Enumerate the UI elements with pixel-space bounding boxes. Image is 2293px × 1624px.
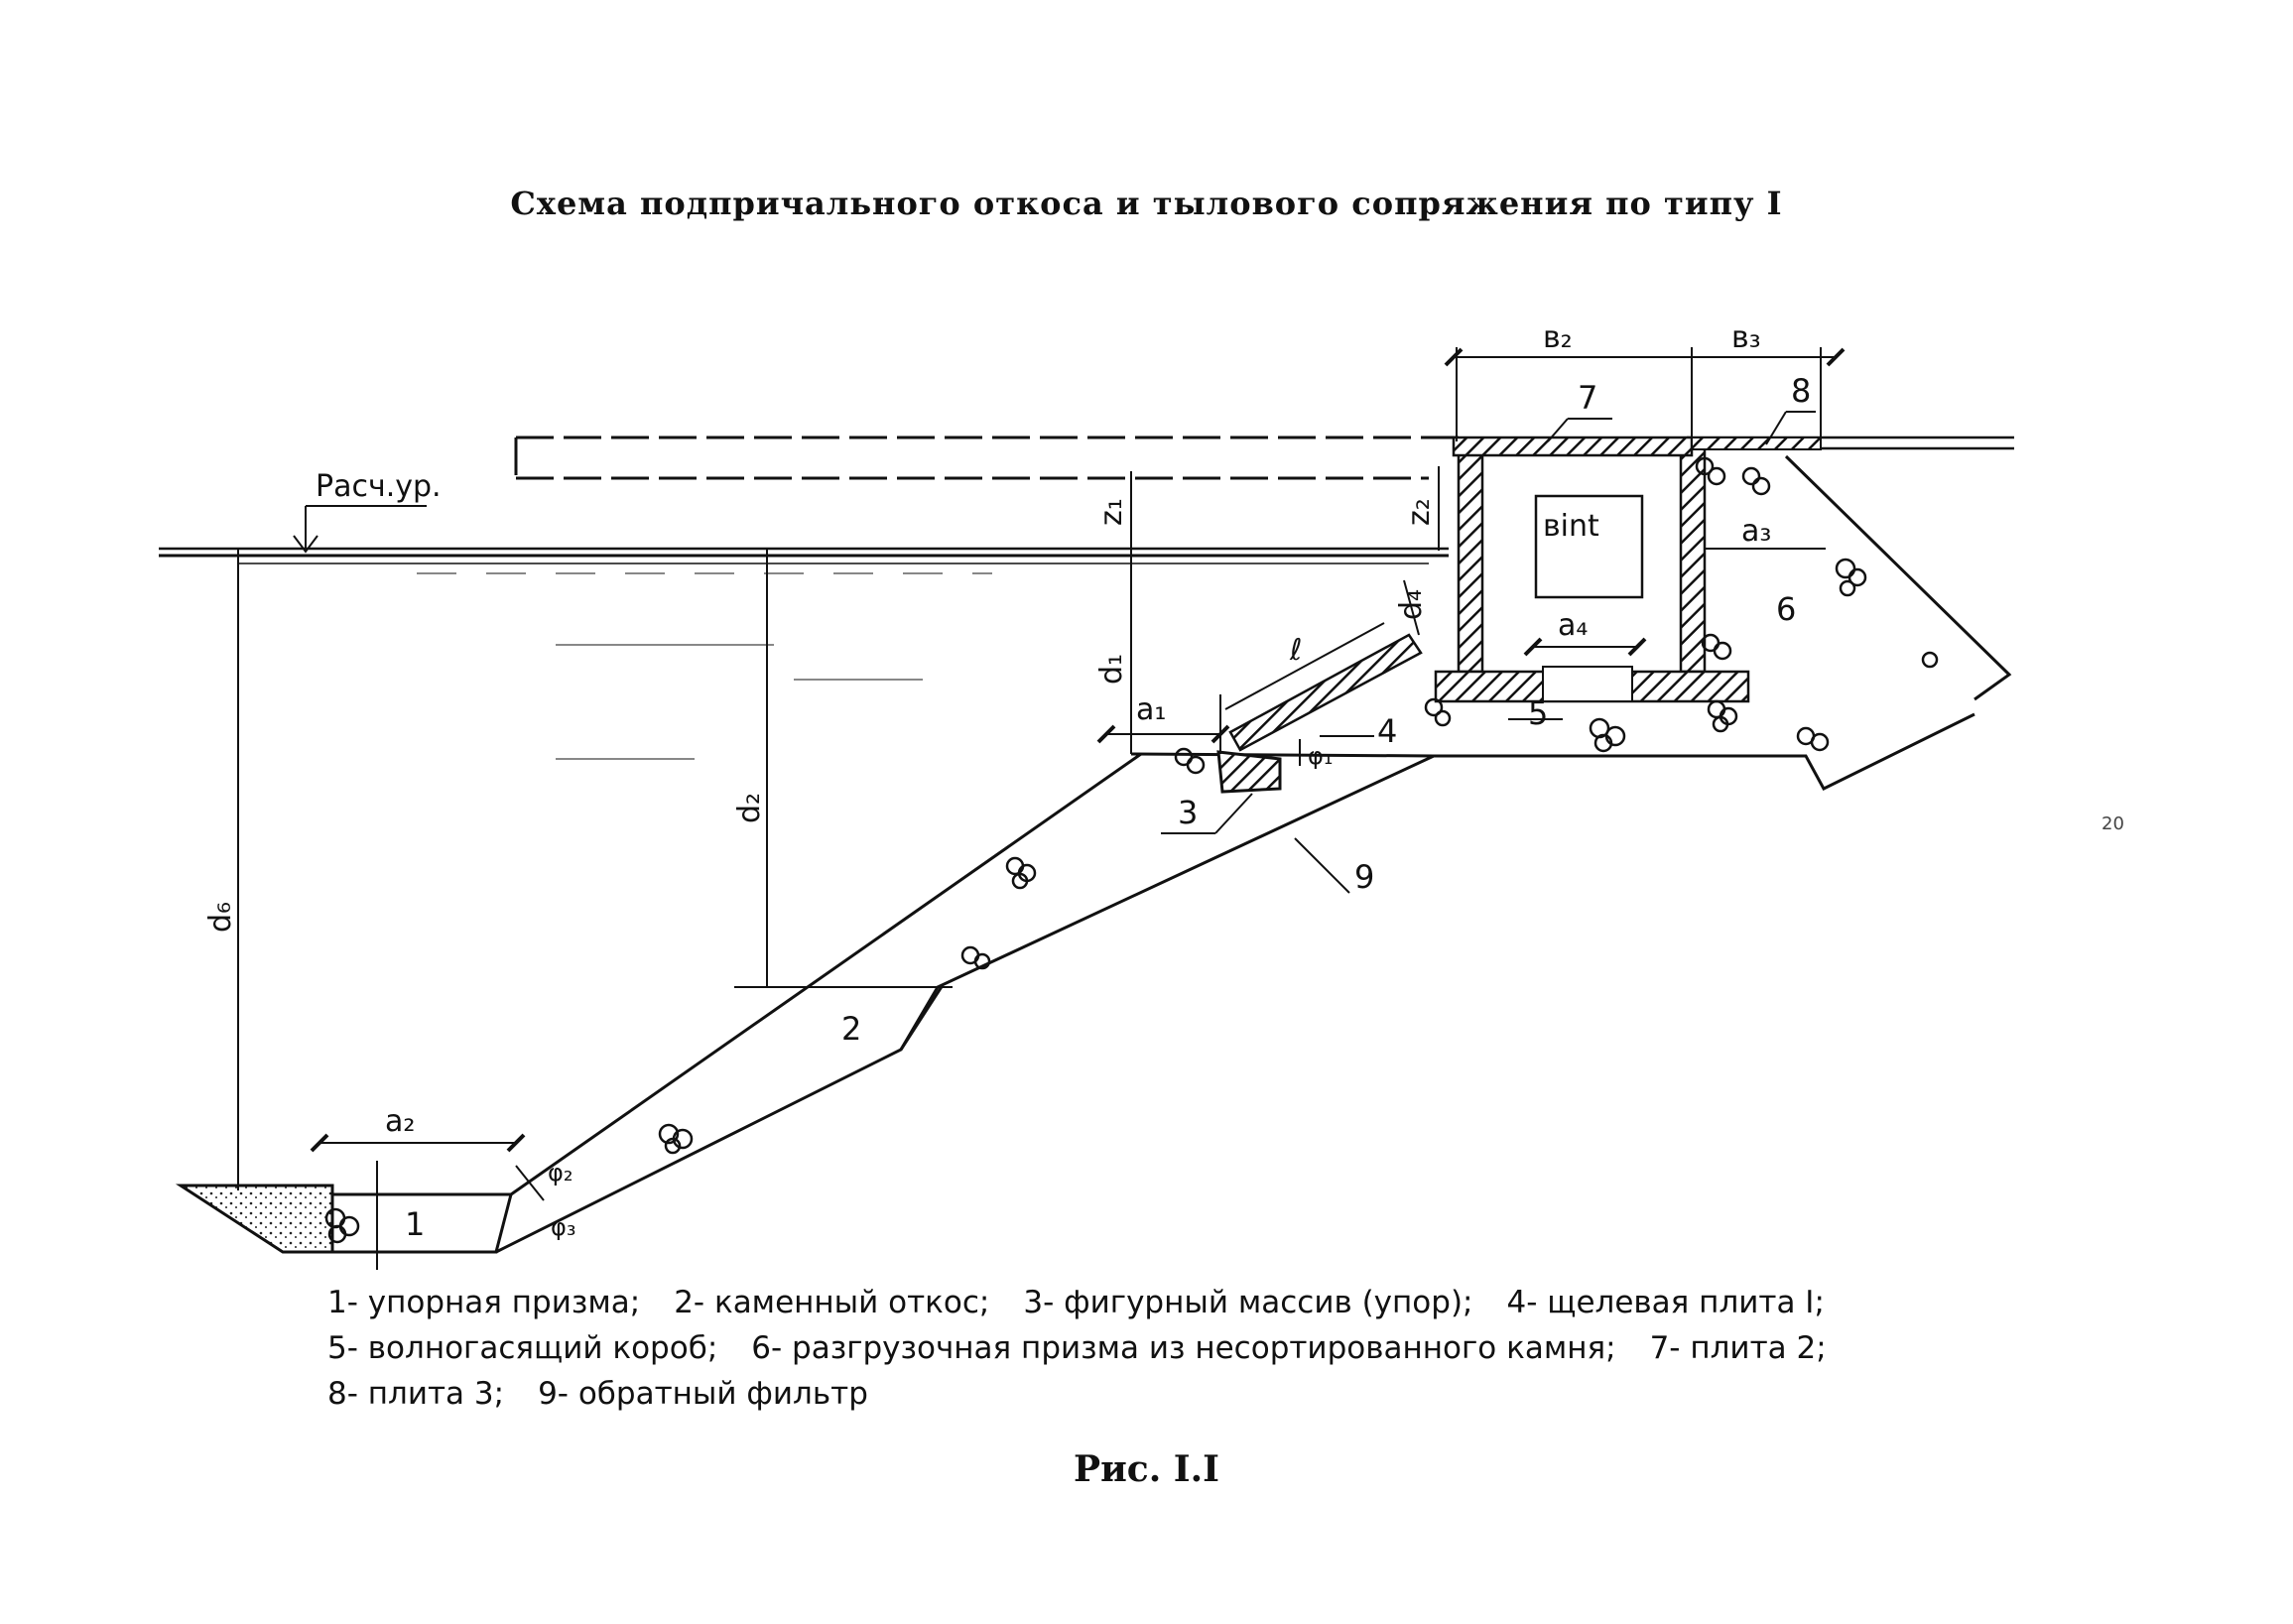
legend-line-3: 8- плита 3; 9- обратный фильтр [327, 1371, 2113, 1417]
slab-2 [1452, 436, 1694, 457]
water-level-marker: Расч.ур. [293, 469, 442, 554]
legend-item-9: 9- обратный фильтр [538, 1376, 868, 1412]
legend-item-6: 6- разгрузочная призма из несортированно… [751, 1330, 1616, 1366]
part-1-label: 1 [405, 1205, 425, 1243]
legend-item-3: 3- фигурный массив (упор); [1023, 1285, 1473, 1320]
water-level-label: Расч.ур. [316, 469, 442, 504]
legend-line-1: 1- упорная призма; 2- каменный откос; 3- ф… [327, 1280, 2113, 1325]
part-6-label: 6 [1776, 590, 1796, 628]
relief-prism [1784, 454, 2012, 701]
part-9-label: 9 [1354, 858, 1374, 896]
dim-d4: d₄ [1394, 589, 1429, 620]
dim-phi1: φ₁ [1308, 742, 1333, 770]
part-7-label: 7 [1578, 379, 1597, 417]
figure-caption: Рис. I.I [1074, 1448, 1219, 1490]
toe-prism [175, 1184, 513, 1254]
dim-b3: в₃ [1731, 320, 1761, 355]
dim-phi3: φ₃ [551, 1213, 575, 1241]
deck-dashed-outline [514, 436, 1468, 480]
dim-d2: d₂ [732, 793, 767, 823]
part-4-label: 4 [1377, 712, 1397, 750]
legend-line-2: 5- волногасящий короб; 6- разгрузочная пр… [327, 1325, 2113, 1371]
water-surface [159, 547, 1449, 760]
legend-item-7: 7- плита 2; [1649, 1330, 1827, 1366]
dim-d6: d₆ [203, 902, 238, 933]
dim-phi2: φ₂ [548, 1159, 573, 1187]
part-labels: 1 2 3 4 5 6 7 8 9 [405, 372, 1811, 1243]
part-3-label: 3 [1178, 794, 1198, 831]
part-5-label: 5 [1528, 694, 1548, 732]
legend-item-2: 2- каменный откос; [674, 1285, 990, 1320]
dim-a2: a₂ [385, 1104, 415, 1139]
legend-item-1: 1- упорная призма; [327, 1285, 641, 1320]
slotted-slab-1 [1228, 633, 1423, 752]
dim-a3: a₃ [1741, 514, 1771, 549]
dim-z1: z₁ [1094, 498, 1129, 526]
leader-lines [1161, 411, 1816, 894]
dimension-labels: в₂ в₃ вint a₁ a₂ a₃ a₄ z₁ z₂ d₁ d₂ d₄ d₆… [203, 320, 1771, 1241]
legend-item-5: 5- волногасящий короб; [327, 1330, 718, 1366]
legend-item-8: 8- плита 3; [327, 1376, 505, 1412]
dim-b2: в₂ [1543, 320, 1573, 355]
wave-absorbing-box [1434, 439, 1750, 703]
page-mark: 20 [2102, 813, 2124, 834]
slab-3 [1691, 437, 1822, 450]
part-2-label: 2 [841, 1010, 861, 1048]
legend: 1- упорная призма; 2- каменный откос; 3- ф… [327, 1280, 2113, 1417]
dim-a1: a₁ [1136, 692, 1166, 727]
stone-slope [495, 712, 1975, 1254]
part-8-label: 8 [1791, 372, 1811, 410]
figure-title: Схема подпричального откоса и тылового с… [510, 185, 1783, 222]
dim-d1: d₁ [1094, 654, 1129, 685]
stone-clusters [658, 456, 1939, 1155]
legend-item-4: 4- щелевая плита I; [1506, 1285, 1825, 1320]
dim-z2: z₂ [1402, 498, 1437, 526]
dim-ell: ℓ [1289, 633, 1302, 668]
dimension-lines [237, 347, 1846, 1270]
dim-a4: a₄ [1558, 608, 1588, 643]
figured-block [1216, 750, 1282, 794]
dim-b-int: вint [1543, 509, 1599, 544]
